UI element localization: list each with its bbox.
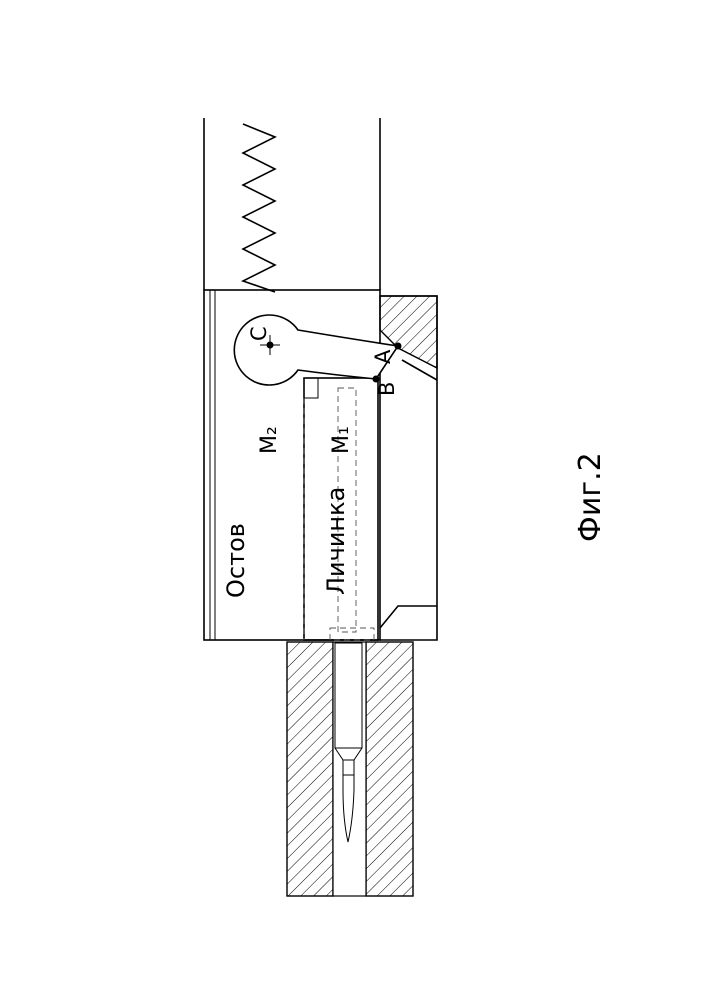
barrel-wall-right (366, 642, 413, 896)
point-c-marker (267, 342, 274, 349)
label-bolt: Личинка (322, 487, 350, 595)
label-mass-frame: M₂ (257, 426, 282, 454)
label-frame: Остов (222, 523, 250, 598)
spring-housing (204, 118, 380, 292)
bolt-face (330, 628, 374, 640)
barrel (287, 642, 413, 896)
label-mass-bolt: M₁ (329, 426, 354, 454)
label-point-b: B (375, 382, 399, 396)
recoil-spring (243, 124, 275, 292)
point-b-marker (373, 376, 380, 383)
label-point-a: A (371, 349, 395, 364)
label-point-c: C (247, 326, 271, 341)
point-a-marker (395, 343, 402, 350)
barrel-bore (333, 642, 366, 896)
bolt-head (304, 378, 318, 398)
figure-caption: Фиг.2 (573, 452, 608, 542)
receiver-lower-ramp (380, 606, 437, 628)
barrel-wall-left (287, 642, 333, 896)
